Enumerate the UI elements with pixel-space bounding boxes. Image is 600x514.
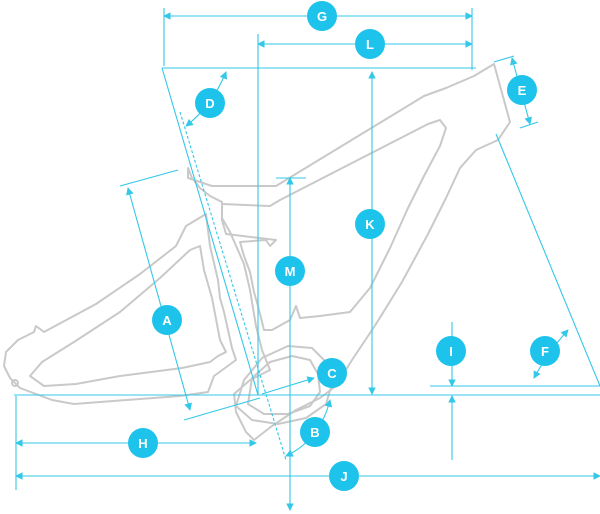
- badge-f: F: [530, 336, 560, 366]
- badge-m: M: [275, 256, 305, 286]
- badge-label-a: A: [162, 313, 172, 328]
- badge-a: A: [152, 305, 182, 335]
- dim-ext-e-top: [493, 55, 515, 63]
- dim-line-a: [126, 187, 192, 411]
- badge-b: B: [300, 417, 330, 447]
- badge-label-c: C: [327, 366, 337, 381]
- motor-housing-inner: [247, 355, 321, 415]
- dim-ext-e-bottom: [519, 121, 539, 129]
- front-triangle-inner: [221, 119, 447, 331]
- badge-d: D: [195, 88, 225, 118]
- dim-head-angle-line: [495, 133, 600, 387]
- badge-label-f: F: [541, 344, 549, 359]
- dim-ext-a-bottom: [183, 397, 261, 421]
- badge-label-i: I: [449, 344, 453, 359]
- rear-dropout: [11, 379, 19, 387]
- dim-ext-a-top: [119, 169, 179, 187]
- badge-label-b: B: [310, 425, 319, 440]
- badge-label-d: D: [205, 96, 214, 111]
- front-triangle: [187, 63, 511, 441]
- badge-label-g: G: [317, 9, 327, 24]
- badge-label-e: E: [518, 83, 527, 98]
- dim-line-c: [261, 376, 315, 395]
- badge-i: I: [436, 336, 466, 366]
- badge-g: G: [307, 1, 337, 31]
- badge-label-l: L: [366, 37, 374, 52]
- badge-label-h: H: [138, 436, 147, 451]
- dim-seat-axis: [179, 111, 287, 461]
- rear-triangle-inner: [29, 245, 227, 387]
- badge-e: E: [507, 75, 537, 105]
- motor-housing: [235, 345, 333, 425]
- badge-k: K: [355, 209, 385, 239]
- badge-j: J: [329, 461, 359, 491]
- badge-l: L: [355, 29, 385, 59]
- frame-outline: [3, 63, 511, 441]
- badge-h: H: [128, 428, 158, 458]
- badge-label-m: M: [285, 264, 296, 279]
- rear-triangle: [3, 213, 237, 405]
- badge-label-j: J: [340, 469, 347, 484]
- badge-label-k: K: [365, 217, 375, 232]
- badge-c: C: [317, 358, 347, 388]
- dim-seat-angle-line: [161, 67, 259, 396]
